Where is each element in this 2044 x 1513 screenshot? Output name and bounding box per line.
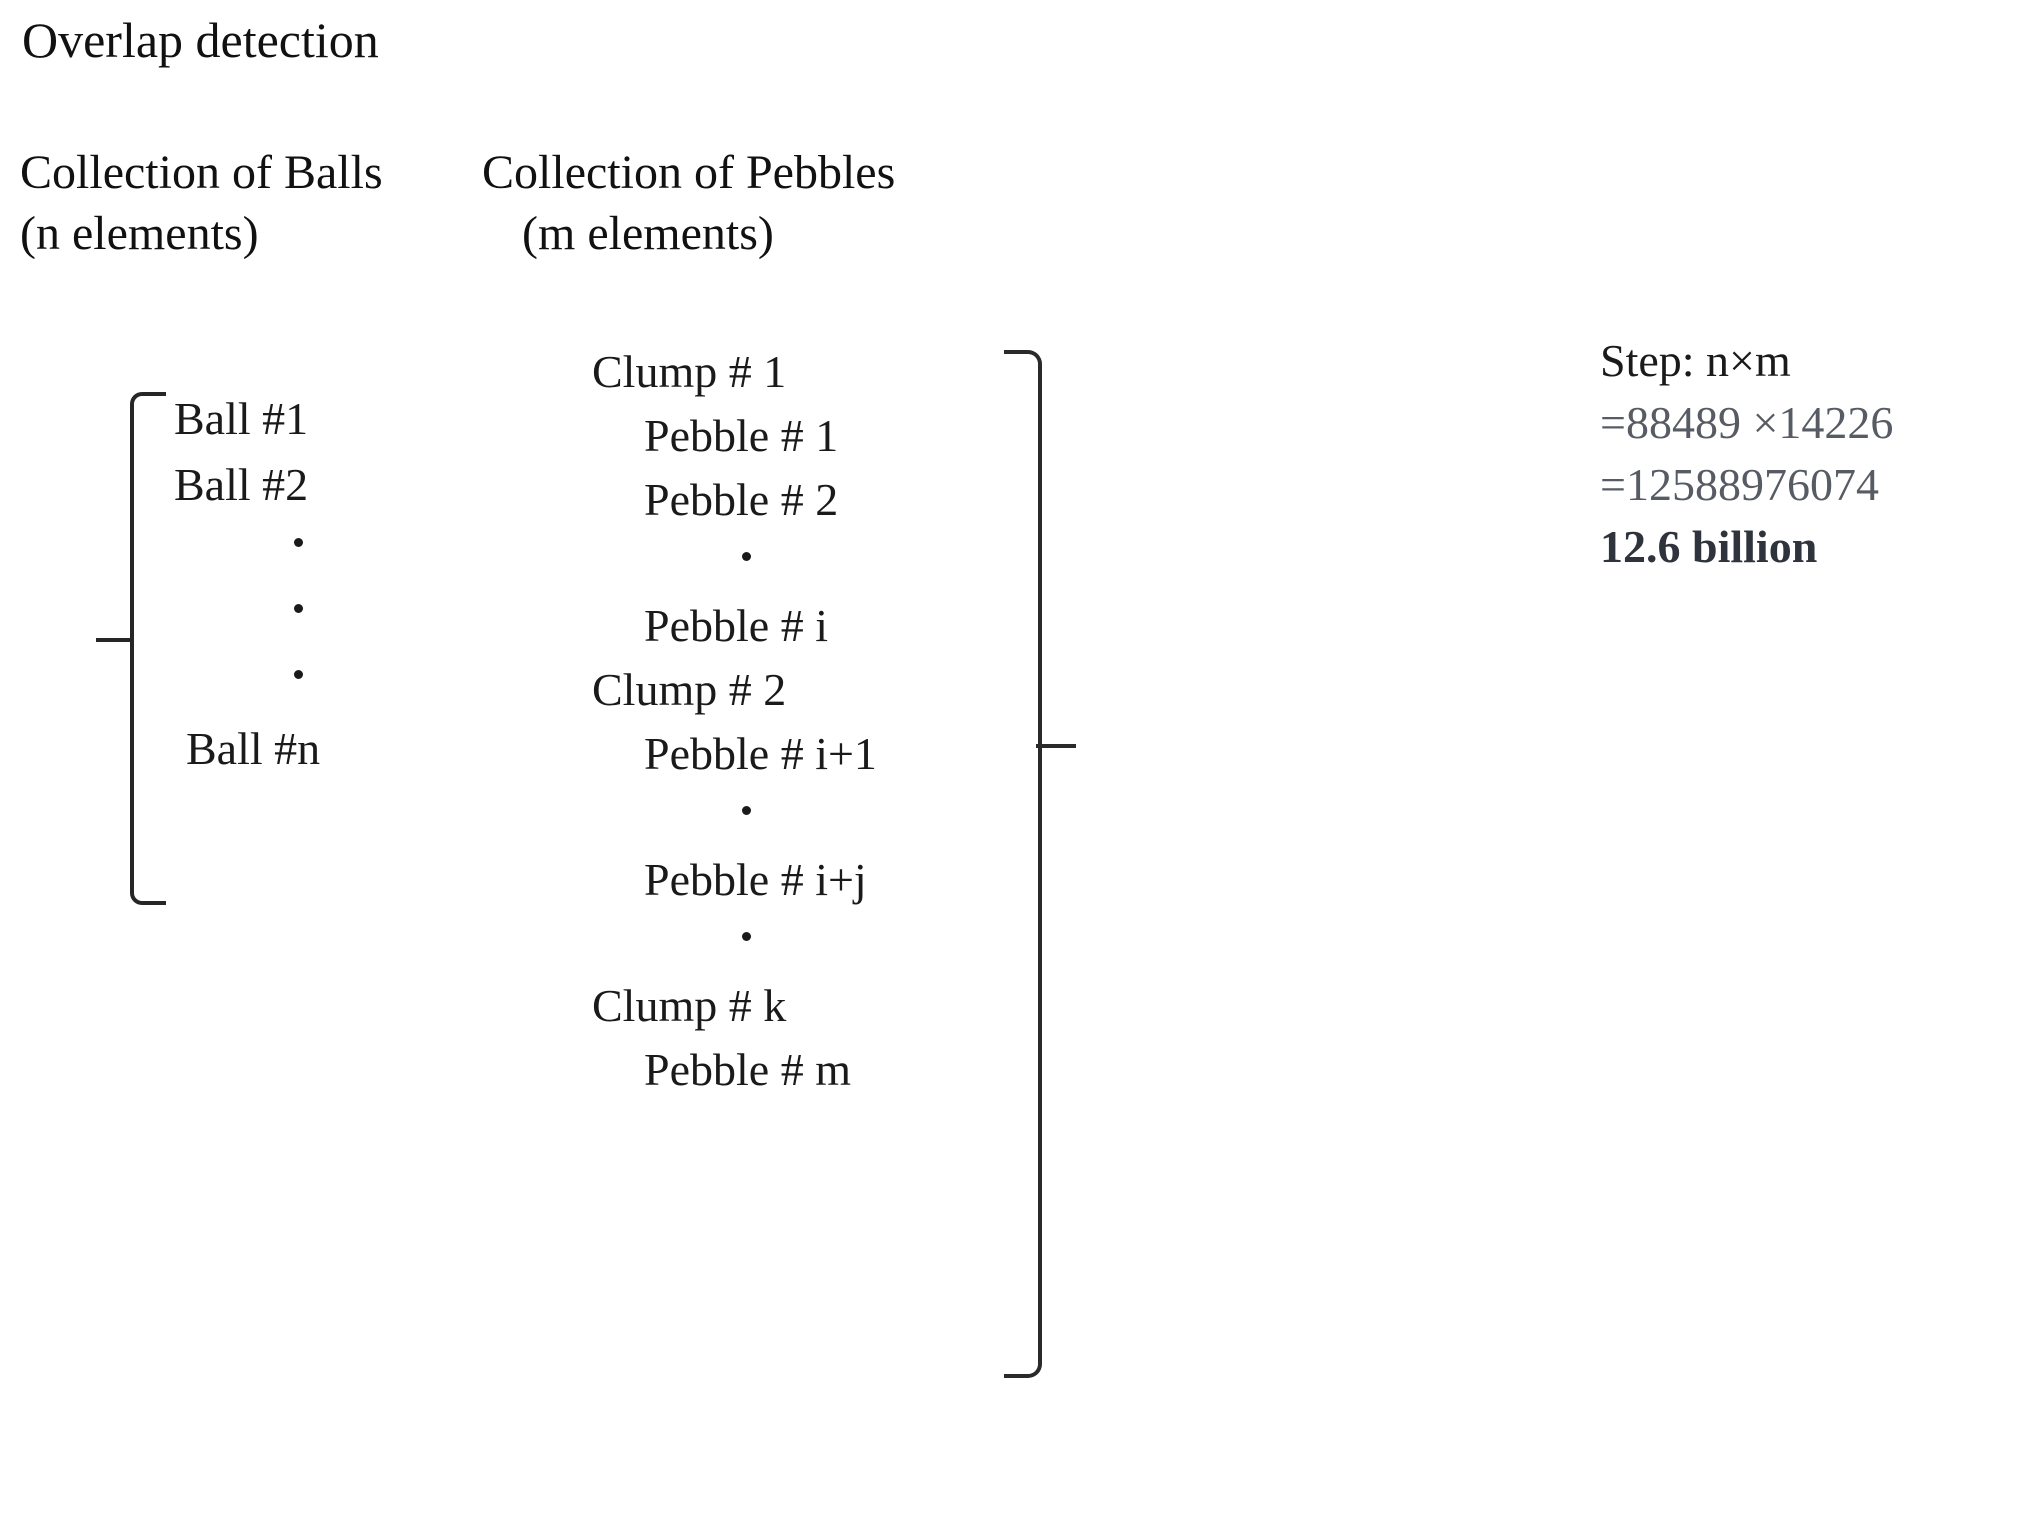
list-item: Ball #1: [174, 393, 309, 444]
clump-item: Clump # 1: [592, 346, 787, 397]
step-operands: =88489 ×14226: [1600, 397, 1894, 448]
balls-bracket-tick: [96, 638, 132, 642]
step-label: Step: n×m: [1600, 335, 1791, 386]
ellipsis-dot: [168, 584, 538, 650]
balls-column-header: Collection of Balls (n elements): [20, 142, 383, 265]
list-item: Ball #2: [174, 459, 309, 510]
pebble-item: Pebble # i+j: [644, 854, 867, 905]
calculation-block: Step: n×m =88489 ×14226 =12588976074 12.…: [1600, 330, 2030, 578]
pebble-item: Pebble # 1: [644, 410, 839, 461]
pebbles-list: Clump # 1 Pebble # 1 Pebble # 2 Pebble #…: [592, 340, 1252, 1102]
pebbles-right-bracket: [1004, 350, 1042, 1378]
list-item: Ball #n: [186, 723, 321, 774]
pebbles-header-sublabel: (m elements): [522, 207, 774, 261]
ellipsis-dot: [592, 912, 1252, 974]
balls-list: Ball #1 Ball #2 Ball #n: [168, 386, 538, 782]
step-approx: 12.6 billion: [1600, 521, 1818, 572]
balls-left-bracket: [130, 392, 166, 905]
clump-item: Clump # k: [592, 980, 787, 1031]
pebble-item: Pebble # m: [644, 1044, 851, 1095]
pebbles-bracket-tick: [1036, 744, 1076, 748]
step-product: =12588976074: [1600, 459, 1879, 510]
ellipsis-dot: [168, 518, 538, 584]
ellipsis-dot: [168, 650, 538, 716]
ellipsis-dot: [592, 532, 1252, 594]
page-title: Overlap detection: [22, 12, 379, 68]
pebbles-column-header: Collection of Pebbles (m elements): [482, 142, 895, 265]
clump-item: Clump # 2: [592, 664, 787, 715]
balls-header-sublabel: (n elements): [20, 207, 259, 261]
balls-header-label: Collection of Balls: [20, 146, 383, 199]
pebbles-header-label: Collection of Pebbles: [482, 146, 896, 199]
pebble-item: Pebble # 2: [644, 474, 839, 525]
pebble-item: Pebble # i: [644, 600, 828, 651]
pebble-item: Pebble # i+1: [644, 728, 877, 779]
ellipsis-dot: [592, 786, 1252, 848]
